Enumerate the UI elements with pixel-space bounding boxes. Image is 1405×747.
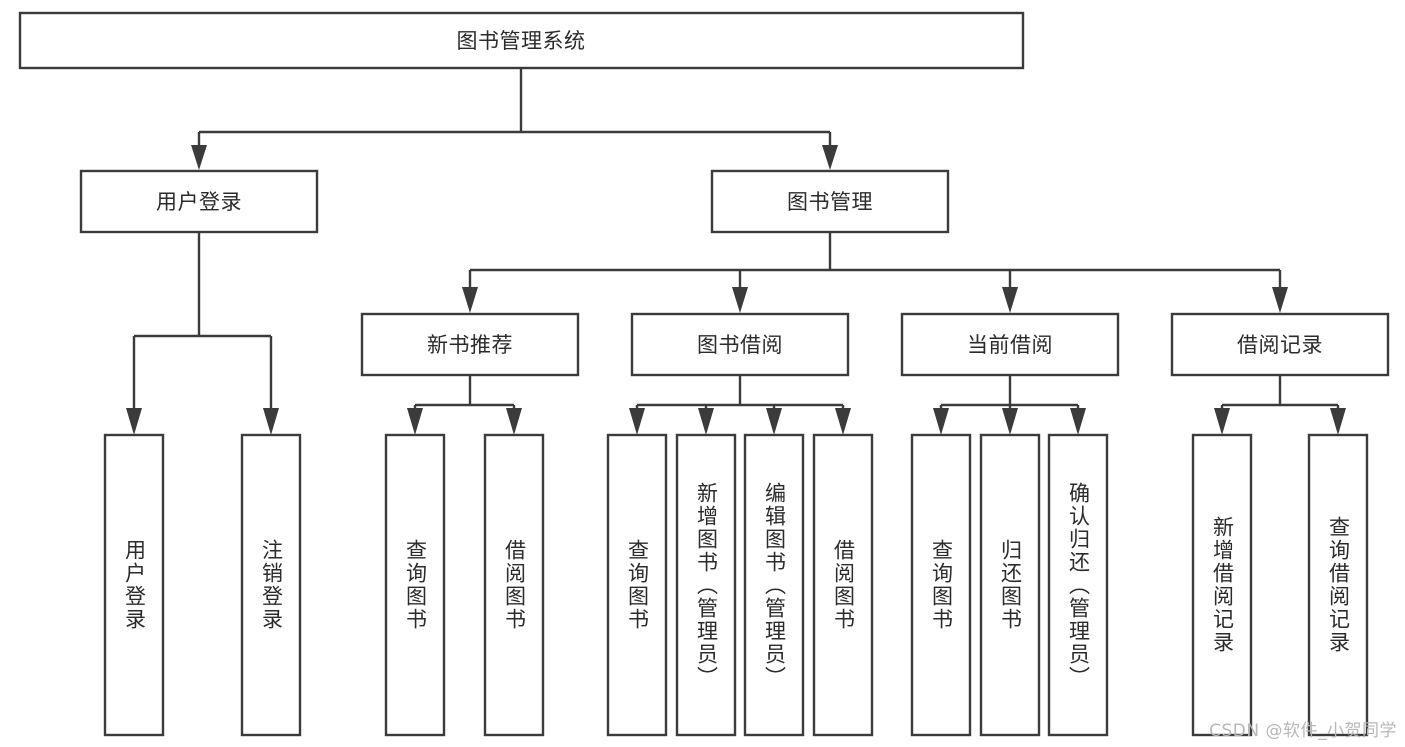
leaf-box-new-book-0[interactable] <box>384 433 446 737</box>
arrowhead-leaf-user-login-0 <box>126 408 142 435</box>
leaf-label-book-borrow-0: 查询图书 <box>625 539 650 631</box>
arrowhead-leaf-new-book-1 <box>506 408 522 435</box>
leaf-label-new-book-1: 借阅图书 <box>502 539 527 631</box>
arrowhead-leaf-current-borrow-1 <box>1002 408 1018 435</box>
arrowhead-to-new-book <box>462 287 478 313</box>
arrowhead-leaf-new-book-0 <box>407 408 423 435</box>
arrowhead-leaf-user-login-1 <box>263 408 279 435</box>
leaf-label-user-login-1: 注销登录 <box>259 539 284 631</box>
leaf-box-book-borrow-0[interactable] <box>606 433 668 737</box>
node-root-label: 图书管理系统 <box>457 29 586 53</box>
node-user-login-label: 用户登录 <box>156 190 242 214</box>
leaf-box-user-login-0[interactable] <box>103 433 165 737</box>
connector-book-borrow-to-leaves <box>629 375 851 435</box>
leaf-label-borrow-record-1: 查询借阅记录 <box>1326 516 1351 654</box>
node-user-login[interactable]: 用户登录 <box>79 169 319 234</box>
leaf-box-new-book-1[interactable] <box>483 433 545 737</box>
arrowhead-leaf-current-borrow-0 <box>933 408 949 435</box>
leaf-label-book-borrow-2: 编辑图书（管理员） <box>762 481 787 689</box>
leaf-box-borrow-record-0[interactable] <box>1191 433 1253 737</box>
leaf-label-current-borrow-1: 归还图书 <box>998 539 1023 631</box>
node-current-borrow-box <box>900 312 1120 377</box>
connector-current-borrow-to-leaves <box>933 375 1086 435</box>
node-new-book-box <box>360 312 580 377</box>
arrowhead-to-book-borrow <box>732 287 748 313</box>
node-current-borrow[interactable]: 当前借阅 <box>900 312 1120 377</box>
node-current-borrow-label: 当前借阅 <box>967 333 1053 357</box>
connector-borrow-record-to-leaves <box>1214 375 1346 435</box>
node-book-borrow-box <box>630 312 850 377</box>
arrowhead-leaf-borrow-record-0 <box>1214 408 1230 435</box>
leaf-label-user-login-0: 用户登录 <box>122 539 147 631</box>
node-root-box <box>18 11 1025 70</box>
arrowhead-to-book-manage <box>822 145 838 170</box>
arrowhead-to-borrow-record <box>1272 287 1288 313</box>
arrowhead-to-user-login <box>191 145 207 170</box>
node-borrow-record-label: 借阅记录 <box>1237 333 1323 357</box>
leaf-box-current-borrow-1[interactable] <box>979 433 1041 737</box>
connector-user-login-to-leaves <box>126 232 279 435</box>
leaf-box-borrow-record-1[interactable] <box>1307 433 1369 737</box>
node-book-manage[interactable]: 图书管理 <box>710 169 950 234</box>
leaf-label-current-borrow-2: 确认归还（管理员） <box>1066 481 1091 689</box>
arrowhead-leaf-current-borrow-2 <box>1070 408 1086 435</box>
node-borrow-record[interactable]: 借阅记录 <box>1170 312 1390 377</box>
node-new-book[interactable]: 新书推荐 <box>360 312 580 377</box>
arrowhead-to-current-borrow <box>1002 287 1018 313</box>
connector-root-to-level2 <box>191 68 838 170</box>
leaf-box-current-borrow-2[interactable] <box>1047 433 1109 737</box>
node-book-manage-label: 图书管理 <box>787 190 873 214</box>
node-new-book-label: 新书推荐 <box>427 333 513 357</box>
node-book-borrow-label: 图书借阅 <box>697 333 783 357</box>
arrowhead-leaf-book-borrow-2 <box>766 408 782 435</box>
arrowhead-leaf-book-borrow-0 <box>629 408 645 435</box>
leaf-box-book-borrow-1[interactable] <box>675 433 737 737</box>
leaf-box-book-borrow-2[interactable] <box>743 433 805 737</box>
leaf-label-new-book-0: 查询图书 <box>403 539 428 631</box>
arrowhead-leaf-book-borrow-3 <box>835 408 851 435</box>
node-root[interactable]: 图书管理系统 <box>18 11 1025 70</box>
leaf-label-current-borrow-0: 查询图书 <box>929 539 954 631</box>
leaf-label-book-borrow-3: 借阅图书 <box>831 539 856 631</box>
leaf-label-book-borrow-1: 新增图书（管理员） <box>694 481 719 689</box>
node-book-borrow[interactable]: 图书借阅 <box>630 312 850 377</box>
csdn-watermark: CSDN @软件_小贺同学 <box>1209 721 1397 741</box>
arrowhead-leaf-book-borrow-1 <box>698 408 714 435</box>
leaf-box-book-borrow-3[interactable] <box>812 433 874 737</box>
connector-book-manage-to-level3 <box>462 232 1288 313</box>
leaf-label-borrow-record-0: 新增借阅记录 <box>1210 516 1235 654</box>
leaf-box-user-login-1[interactable] <box>240 433 302 737</box>
connector-new-book-to-leaves <box>407 375 522 435</box>
arrowhead-leaf-borrow-record-1 <box>1330 408 1346 435</box>
leaf-box-current-borrow-0[interactable] <box>910 433 972 737</box>
